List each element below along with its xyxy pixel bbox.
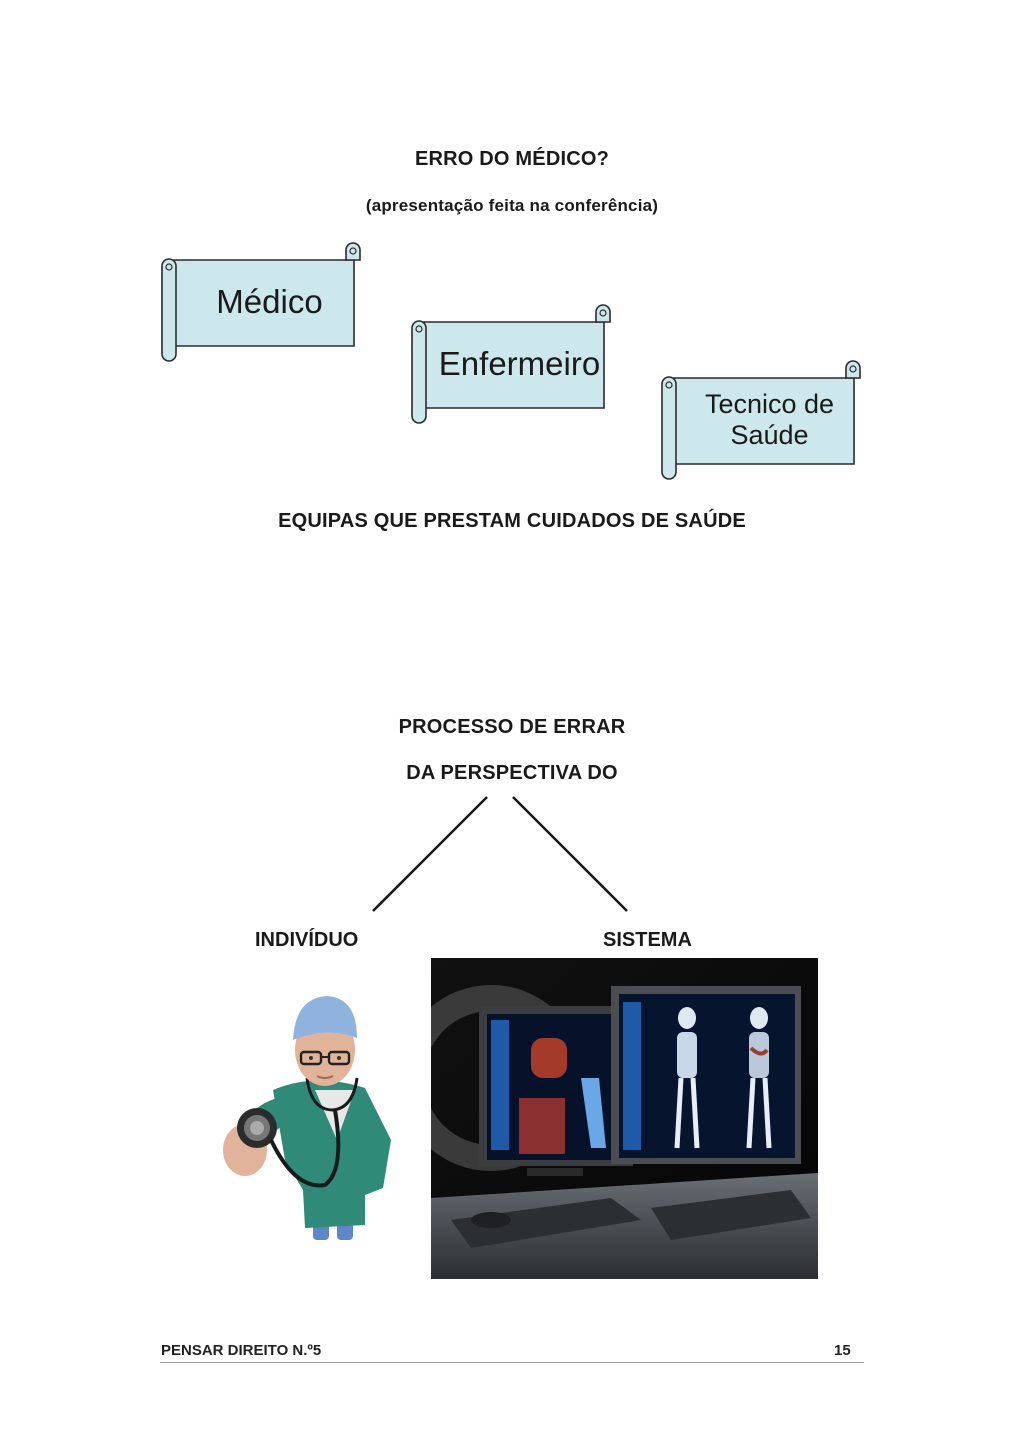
page-title: ERRO DO MÉDICO?	[414, 148, 610, 170]
right-branch-line	[512, 796, 628, 912]
branch-label-sistema: SISTEMA	[603, 929, 692, 951]
scroll-label: Enfermeiro	[438, 345, 601, 383]
scroll-banner-enfermeiro: Enfermeiro	[410, 304, 615, 424]
doctor-with-stethoscope-image	[223, 996, 391, 1240]
scroll-shape	[411, 304, 611, 424]
branch-label-individuo: INDIVÍDUO	[255, 929, 359, 951]
scroll-banner-medico: Médico	[160, 242, 365, 362]
teams-caption: EQUIPAS QUE PRESTAM CUIDADOS DE SAÚDE	[278, 510, 746, 532]
footer-divider	[160, 1362, 864, 1363]
scroll-shape	[161, 242, 361, 362]
scroll-shape	[661, 360, 861, 480]
left-branch-line	[372, 796, 488, 912]
footer-page-number: 15	[834, 1342, 851, 1359]
workstation-illustration	[431, 958, 818, 1279]
scroll-banner-tecnico: Tecnico de Saúde	[660, 360, 865, 480]
scroll-label: Tecnico de Saúde	[704, 388, 835, 450]
footer-publication: PENSAR DIREITO N.º5	[161, 1342, 322, 1359]
medical-imaging-workstation-image	[431, 958, 818, 1279]
scroll-label: Médico	[216, 283, 323, 321]
process-heading-line2: DA PERSPECTIVA DO	[406, 762, 618, 784]
process-heading-line1: PROCESSO DE ERRAR	[398, 716, 626, 738]
page-subtitle: (apresentação feita na conferência)	[365, 196, 659, 215]
